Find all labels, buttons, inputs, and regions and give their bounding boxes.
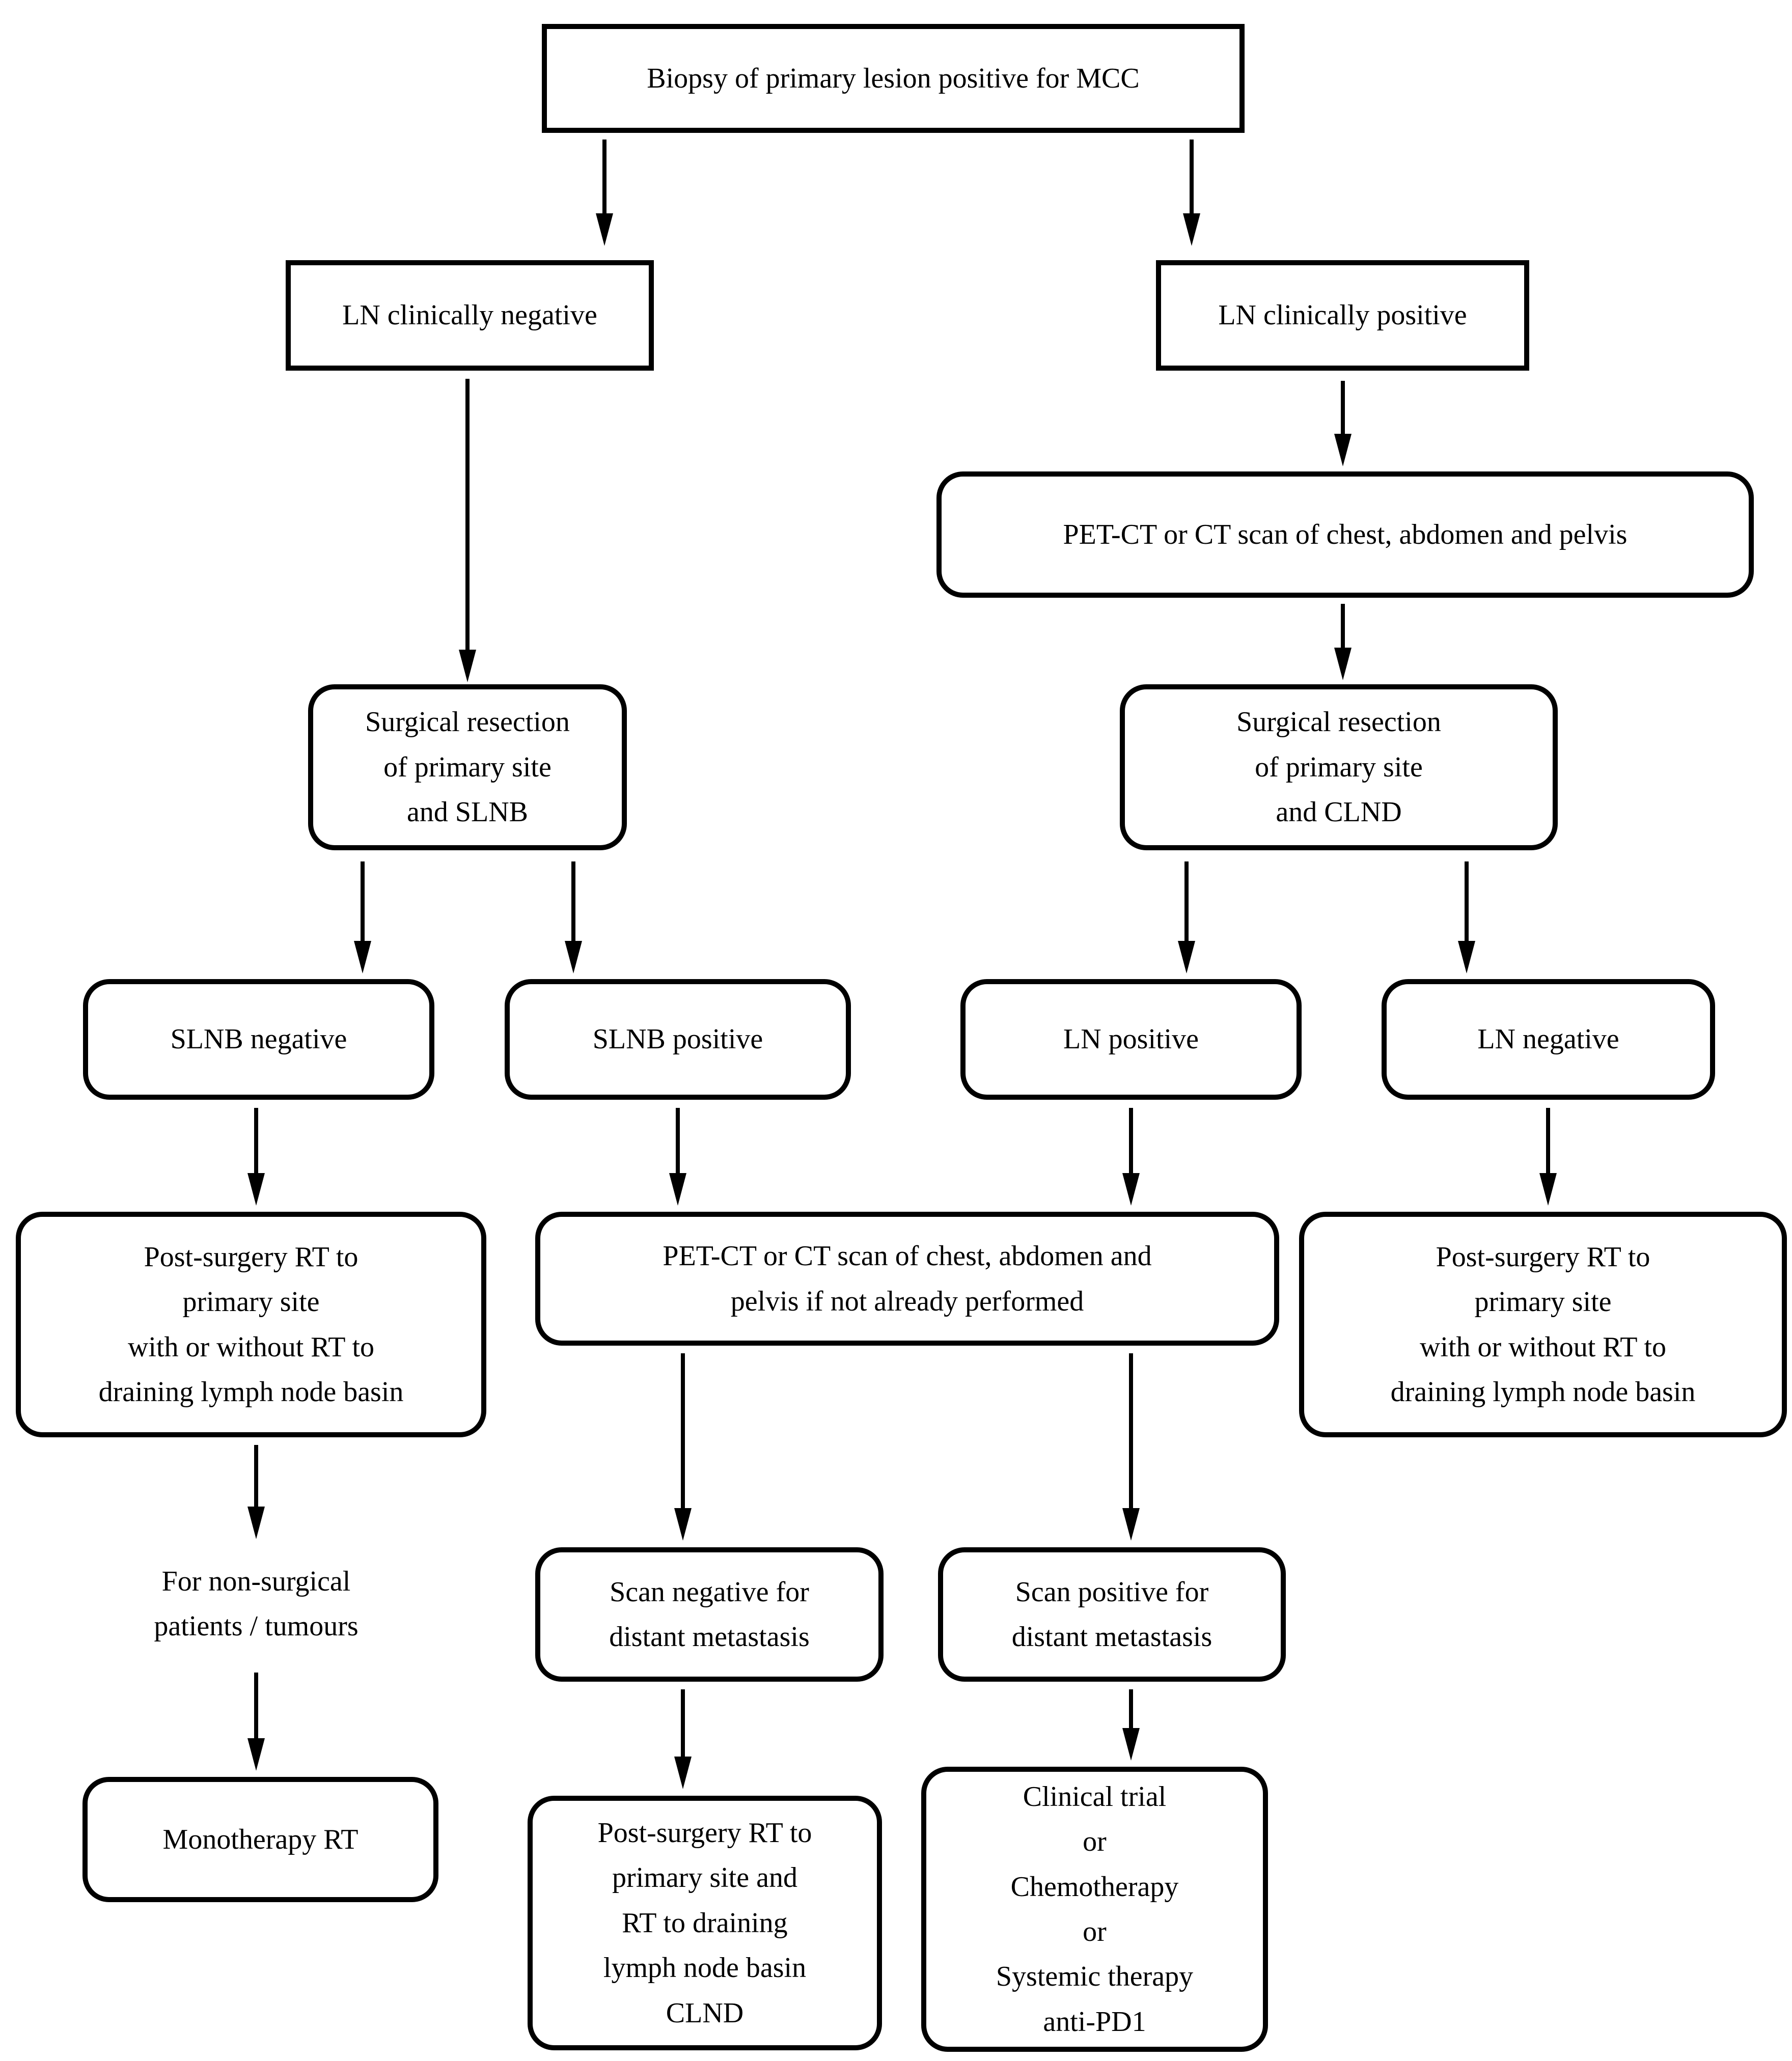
arrow-biopsy-to-ln-clinically-positive [1181, 140, 1202, 246]
arrow-ln-positive-to-petct [1333, 381, 1353, 466]
node-monotherapy-rt: Monotherapy RT [82, 1777, 438, 1902]
arrow-ln-positive-to-petct-mid [1121, 1108, 1141, 1206]
arrow-petct-to-surgical-clnd [1333, 604, 1353, 680]
node-ln-clinically-positive: LN clinically positive [1156, 260, 1529, 371]
node-scan-positive: Scan positive for distant metastasis [938, 1547, 1286, 1682]
node-slnb-negative: SLNB negative [83, 979, 434, 1100]
node-surgical-resection-clnd: Surgical resection of primary site and C… [1120, 684, 1558, 850]
node-petct-scan-if-not-performed: PET-CT or CT scan of chest, abdomen and … [535, 1212, 1279, 1346]
node-clinical-trial-chemo-systemic: Clinical trial or Chemotherapy or System… [921, 1767, 1268, 2052]
arrow-non-surgical-to-monotherapy [246, 1673, 266, 1771]
node-biopsy-primary-lesion: Biopsy of primary lesion positive for MC… [542, 24, 1245, 133]
arrow-surgical-clnd-to-ln-positive [1176, 861, 1197, 973]
arrow-post-surgery-to-non-surgical [246, 1445, 266, 1539]
node-post-surgery-rt-left: Post-surgery RT to primary site with or … [16, 1212, 486, 1437]
node-surgical-resection-slnb: Surgical resection of primary site and S… [308, 684, 627, 850]
arrow-scan-negative-to-post-surgery-clnd [673, 1689, 693, 1789]
node-post-surgery-rt-right: Post-surgery RT to primary site with or … [1299, 1212, 1787, 1437]
arrow-ln-negative-to-surgical-slnb [457, 379, 478, 682]
node-ln-positive: LN positive [960, 979, 1302, 1100]
arrow-biopsy-to-ln-clinically-negative [594, 140, 615, 246]
node-post-surgery-rt-clnd: Post-surgery RT to primary site and RT t… [528, 1796, 882, 2050]
node-non-surgical-patients: For non-surgical patients / tumours [103, 1545, 409, 1662]
arrow-surgical-slnb-to-slnb-positive [563, 861, 584, 973]
node-ln-clinically-negative: LN clinically negative [286, 260, 654, 371]
node-slnb-positive: SLNB positive [505, 979, 851, 1100]
arrow-slnb-negative-to-post-surgery-rt [246, 1108, 266, 1206]
node-scan-negative: Scan negative for distant metastasis [535, 1547, 884, 1682]
node-ln-negative: LN negative [1382, 979, 1715, 1100]
node-petct-scan: PET-CT or CT scan of chest, abdomen and … [936, 471, 1754, 598]
arrow-slnb-positive-to-petct-mid [668, 1108, 688, 1206]
arrow-petct-mid-to-scan-positive [1121, 1353, 1141, 1541]
arrow-ln-negative-to-post-surgery-rt [1538, 1108, 1558, 1206]
arrow-surgical-slnb-to-slnb-negative [352, 861, 373, 973]
arrow-petct-mid-to-scan-negative [673, 1353, 693, 1541]
arrow-scan-positive-to-clinical-trial [1121, 1689, 1141, 1761]
arrow-surgical-clnd-to-ln-negative [1456, 861, 1477, 973]
